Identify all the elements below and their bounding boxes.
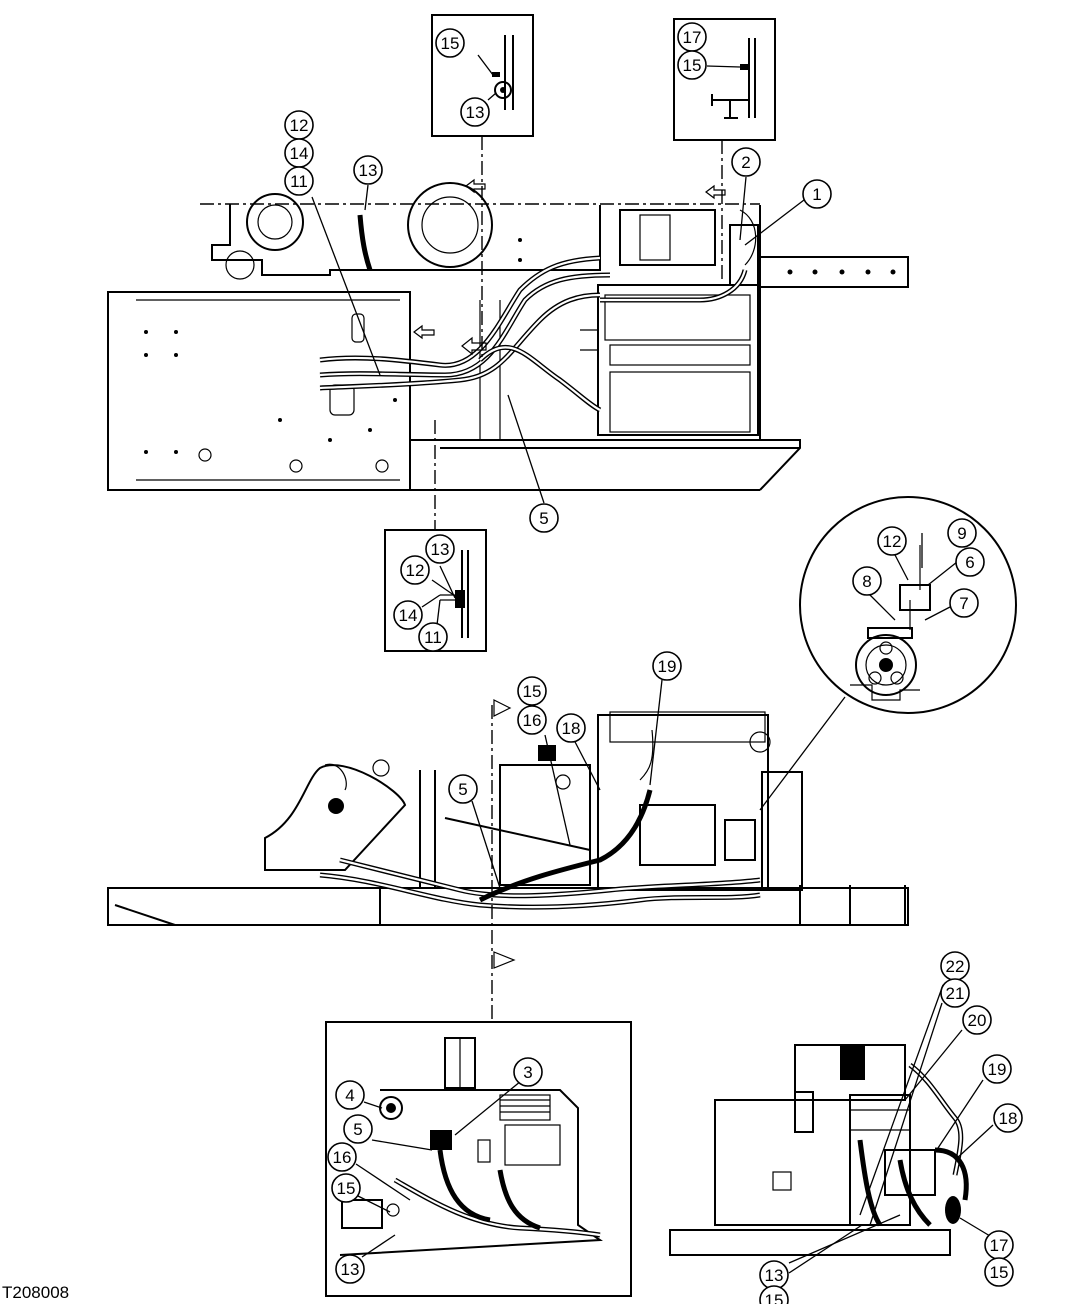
callout-12: 12: [284, 110, 314, 140]
svg-text:15: 15: [990, 1263, 1009, 1282]
callout-15: 15: [331, 1173, 361, 1203]
svg-text:13: 13: [466, 103, 485, 122]
callout-11: 11: [284, 166, 314, 196]
svg-text:5: 5: [458, 780, 467, 799]
svg-text:19: 19: [658, 657, 677, 676]
svg-text:3: 3: [523, 1063, 532, 1082]
callout-13: 13: [460, 97, 490, 127]
svg-text:19: 19: [988, 1060, 1007, 1079]
svg-text:6: 6: [965, 553, 974, 572]
callout-15: 15: [677, 50, 707, 80]
callout-5: 5: [448, 774, 478, 804]
svg-text:14: 14: [290, 144, 309, 163]
callout-14: 14: [393, 600, 423, 630]
svg-text:5: 5: [539, 509, 548, 528]
svg-text:20: 20: [968, 1011, 987, 1030]
svg-text:15: 15: [523, 682, 542, 701]
callout-3: 3: [513, 1057, 543, 1087]
svg-text:2: 2: [741, 153, 750, 172]
svg-text:14: 14: [399, 606, 418, 625]
callout-12: 12: [400, 555, 430, 585]
svg-text:4: 4: [345, 1086, 354, 1105]
callout-22: 22: [940, 951, 970, 981]
svg-text:5: 5: [353, 1120, 362, 1139]
callout-12: 12: [877, 526, 907, 556]
callout-14: 14: [284, 138, 314, 168]
callout-5: 5: [343, 1114, 373, 1144]
callout-2: 2: [731, 147, 761, 177]
svg-text:13: 13: [341, 1260, 360, 1279]
svg-text:18: 18: [562, 719, 581, 738]
callout-15: 15: [984, 1257, 1014, 1287]
svg-text:13: 13: [765, 1266, 784, 1285]
callout-21: 21: [940, 978, 970, 1008]
svg-text:11: 11: [290, 172, 308, 191]
figure-id: T208008: [2, 1283, 70, 1302]
callout-15: 15: [759, 1285, 789, 1304]
callout-16: 16: [517, 705, 547, 735]
svg-text:21: 21: [946, 984, 965, 1003]
svg-text:11: 11: [424, 628, 442, 647]
callout-20: 20: [962, 1005, 992, 1035]
callout-4: 4: [335, 1080, 365, 1110]
callout-16: 16: [327, 1142, 357, 1172]
callout-17: 17: [677, 22, 707, 52]
callout-1: 1: [802, 179, 832, 209]
callout-13: 13: [425, 534, 455, 564]
svg-text:22: 22: [946, 957, 965, 976]
leader-lines: [311, 54, 994, 1274]
hose-bundle-top: [319, 214, 748, 413]
svg-text:16: 16: [333, 1148, 352, 1167]
svg-text:15: 15: [337, 1179, 356, 1198]
detail-box-lower-left: [325, 1021, 632, 1297]
callout-19: 19: [652, 651, 682, 681]
callout-7: 7: [949, 588, 979, 618]
callout-5: 5: [529, 503, 559, 533]
callout-15: 15: [435, 28, 465, 58]
svg-text:16: 16: [523, 711, 542, 730]
svg-text:9: 9: [957, 524, 966, 543]
svg-text:18: 18: [999, 1109, 1018, 1128]
svg-text:12: 12: [406, 561, 425, 580]
callout-17: 17: [984, 1230, 1014, 1260]
svg-text:13: 13: [359, 161, 378, 180]
detail-view-lower-right: [669, 1044, 969, 1256]
svg-text:7: 7: [959, 594, 968, 613]
callout-6: 6: [955, 547, 985, 577]
callout-15: 15: [517, 676, 547, 706]
circular-detail: [759, 496, 1017, 811]
callout-19: 19: [982, 1054, 1012, 1084]
callout-13: 13: [353, 155, 383, 185]
svg-text:12: 12: [883, 532, 902, 551]
callout-11: 11: [418, 622, 448, 652]
callout-13: 13: [335, 1254, 365, 1284]
callout-9: 9: [947, 518, 977, 548]
svg-text:1: 1: [812, 185, 821, 204]
callout-balloons: 1 2 12 14 11 13 5 15 13 17 15 13 12 14 1…: [284, 22, 1023, 1304]
svg-text:15: 15: [683, 56, 702, 75]
svg-text:17: 17: [683, 28, 702, 47]
detail-box-upper-left: [431, 14, 534, 137]
detail-box-upper-right: [673, 18, 776, 141]
svg-text:15: 15: [441, 34, 460, 53]
svg-text:15: 15: [765, 1291, 784, 1304]
top-view: [107, 136, 909, 530]
side-view: [107, 699, 909, 1022]
svg-text:12: 12: [290, 116, 309, 135]
callout-18: 18: [556, 713, 586, 743]
callout-8: 8: [852, 566, 882, 596]
svg-text:8: 8: [862, 572, 871, 591]
svg-text:17: 17: [990, 1236, 1009, 1255]
callout-18: 18: [993, 1103, 1023, 1133]
svg-text:13: 13: [431, 540, 450, 559]
callout-13: 13: [759, 1260, 789, 1290]
